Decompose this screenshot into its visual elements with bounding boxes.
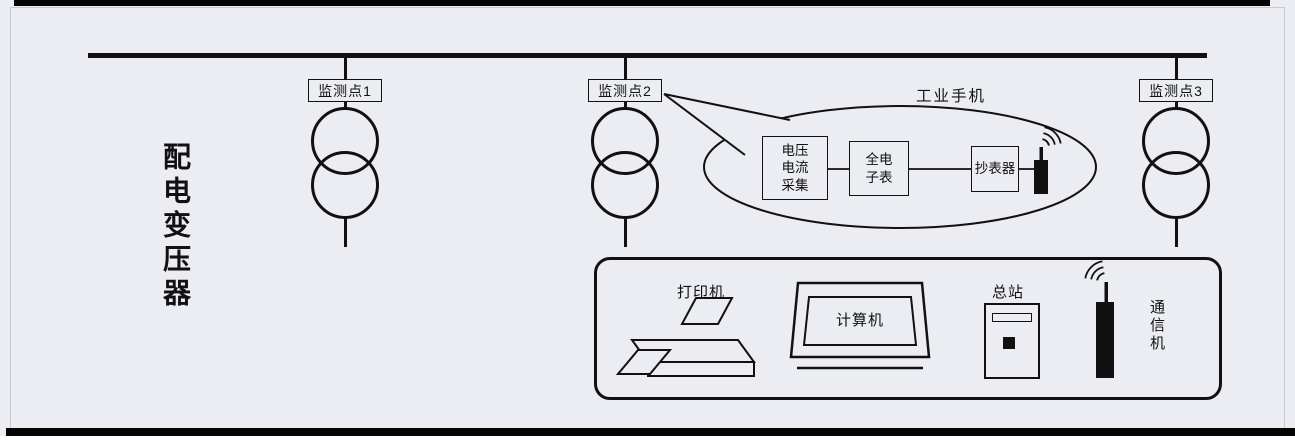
handheld-reader-icon (1034, 160, 1048, 194)
bottom-white-margin (0, 436, 1295, 442)
drop-line (343, 217, 347, 247)
wireless-signal-icon (1084, 260, 1105, 281)
printer-label: 打印机 (676, 284, 725, 301)
handheld-reader-antenna-icon (1039, 147, 1043, 160)
monitor-icon (789, 281, 931, 370)
distribution-transformer-label: 配电变压器 (160, 142, 191, 312)
drop-line (1174, 217, 1178, 247)
power-bus-line (88, 53, 1207, 58)
printer-icon (615, 297, 756, 377)
drop-line (623, 217, 627, 247)
meter-reader-box: 抄表器 (971, 146, 1019, 192)
monitor-point-2-label: 监测点2 (588, 79, 662, 102)
industrial-handset-title: 工业手机 (916, 88, 987, 105)
comm-antenna-icon (1096, 282, 1114, 378)
callout-tail (663, 93, 791, 156)
bottom-edge-strip (6, 428, 1295, 436)
main-station-label: 总站 (991, 284, 1024, 301)
station-box-button (1003, 337, 1015, 349)
monitor-point-3-label: 监测点3 (1139, 79, 1213, 102)
station-box-slot (992, 313, 1032, 322)
top-edge-strip (14, 0, 1270, 6)
computer-label: 计算机 (835, 312, 884, 329)
callout-tail-fill (664, 94, 790, 155)
electronic-meter-box: 全电 子表 (849, 141, 909, 196)
wireless-signal-icon (1042, 126, 1062, 146)
monitor-point-1-label: 监测点1 (308, 79, 382, 102)
voltage-current-acquisition-box: 电压 电流 采集 (762, 136, 828, 200)
master-station-enclosure (594, 257, 1222, 400)
communication-unit-label: 通信机 (1148, 299, 1165, 353)
